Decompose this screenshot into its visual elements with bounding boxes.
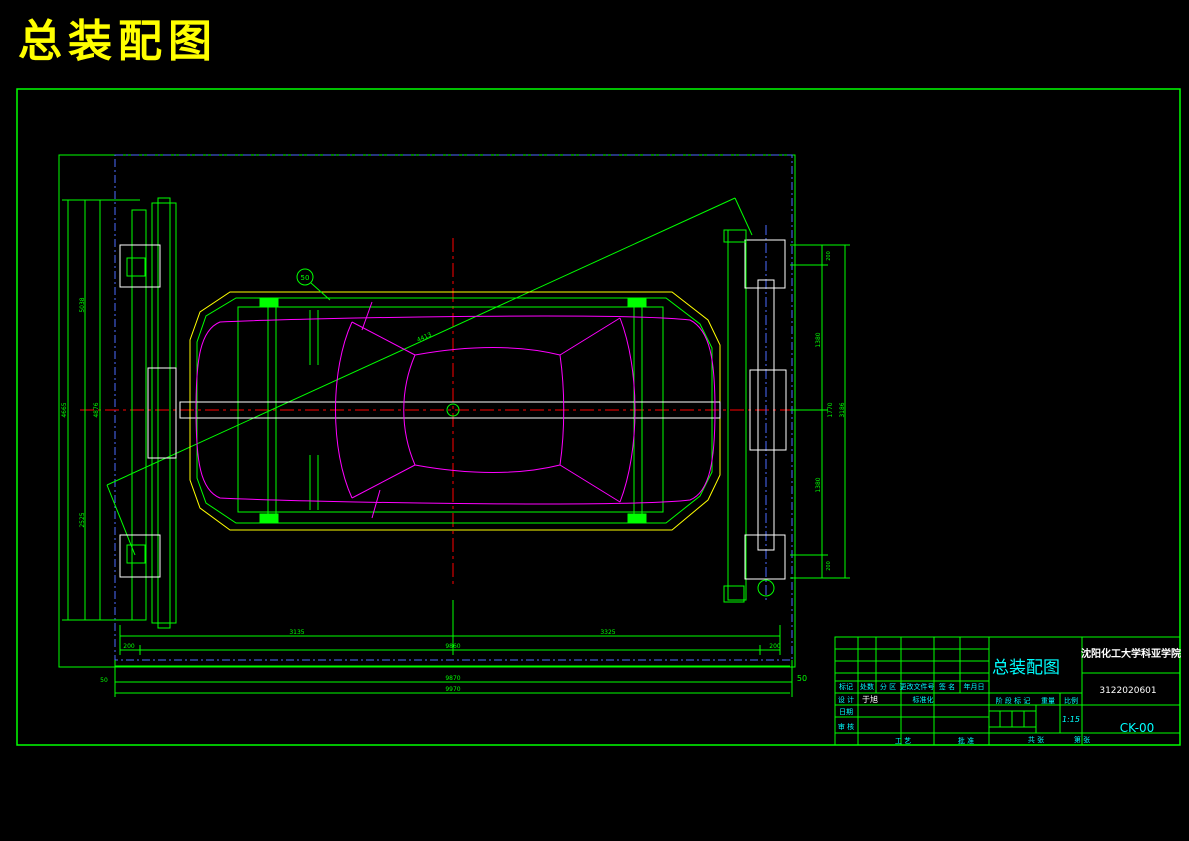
- sheet-total: 共 张: [1028, 735, 1044, 744]
- row-standard-label: 标准化: [913, 695, 934, 704]
- balloon-leader: [310, 282, 331, 301]
- row-date-label: 日期: [839, 708, 853, 716]
- part-balloon: [296, 268, 314, 286]
- bottom-dimension-lines: [114, 600, 793, 697]
- left-vertical-dimension-lines: [62, 199, 140, 621]
- diagonal-line-right: [734, 197, 753, 236]
- header-cell-date: 年月日: [964, 682, 985, 691]
- left-dim-1: 2525: [79, 512, 86, 527]
- dim-right-edge: 200: [769, 643, 781, 650]
- lift-platform: [179, 291, 721, 531]
- part-balloon-number: 50: [301, 274, 310, 282]
- blue-outline: [114, 154, 793, 661]
- right-dim-1: 200: [826, 251, 832, 261]
- dim-right-span: 3325: [600, 629, 615, 636]
- title-block-drawing-title: 总装配图: [992, 658, 1060, 678]
- row-review-label: 审 核: [838, 722, 854, 731]
- right-dim-3: 1770: [827, 402, 834, 417]
- sheet-number: 第 张: [1074, 735, 1090, 744]
- header-cell-count: 处数: [860, 682, 874, 691]
- left-dim-4: 4876: [93, 402, 100, 417]
- inner-border: [58, 154, 796, 668]
- title-block-scale: 1:15: [1062, 715, 1080, 724]
- header-cell-mark: 标记: [839, 682, 853, 691]
- diagonal-dimension: 4413: [416, 331, 433, 344]
- title-block: [834, 636, 1181, 746]
- sheet-border: [16, 88, 1181, 746]
- header-cell-signature: 签 名: [939, 682, 955, 691]
- stage-label-scale: 比例: [1064, 696, 1078, 705]
- stage-label-weight: 重量: [1041, 697, 1055, 705]
- row-design-label: 设 计: [838, 695, 854, 704]
- right-dim-2: 1380: [815, 332, 822, 347]
- dim-left-span: 3135: [289, 629, 304, 636]
- dim-margin-right: 50: [797, 674, 807, 683]
- dim-margin-left: 50: [100, 677, 108, 684]
- car-outline: [195, 301, 716, 519]
- dim-left-edge: 200: [123, 643, 135, 650]
- stage-label-marks: 阶 段 标 记: [996, 696, 1031, 705]
- right-column: [723, 229, 787, 603]
- left-dim-2: 5038: [79, 297, 86, 312]
- row-process-label: 工 艺: [895, 737, 911, 745]
- dim-overall-2: 9870: [445, 675, 460, 682]
- diagonal-line-lower: [106, 484, 136, 556]
- dim-overall-3: 9970: [445, 686, 460, 693]
- designer-name: 于旭: [862, 694, 878, 704]
- dim-overall-1: 9860: [445, 643, 460, 650]
- right-dim-6: 3186: [839, 402, 846, 417]
- title-block-institution: 沈阳化工大学科亚学院: [1081, 647, 1181, 660]
- left-dim-3: 4665: [61, 402, 68, 417]
- title-block-code: CK-00: [1120, 721, 1155, 735]
- header-cell-change-doc: 更改文件号: [900, 682, 935, 691]
- page-heading: 总装配图: [18, 16, 218, 67]
- title-block-drawing-number: 3122020601: [1099, 686, 1156, 696]
- header-cell-zone: 分 区: [880, 682, 896, 691]
- row-approve-label: 批 准: [958, 736, 974, 745]
- left-column: [119, 197, 177, 629]
- right-dim-5: 200: [826, 561, 832, 571]
- right-dim-4: 1380: [815, 477, 822, 492]
- right-vertical-dimension-lines: [790, 244, 850, 579]
- diagonal-line-upper: [106, 197, 736, 486]
